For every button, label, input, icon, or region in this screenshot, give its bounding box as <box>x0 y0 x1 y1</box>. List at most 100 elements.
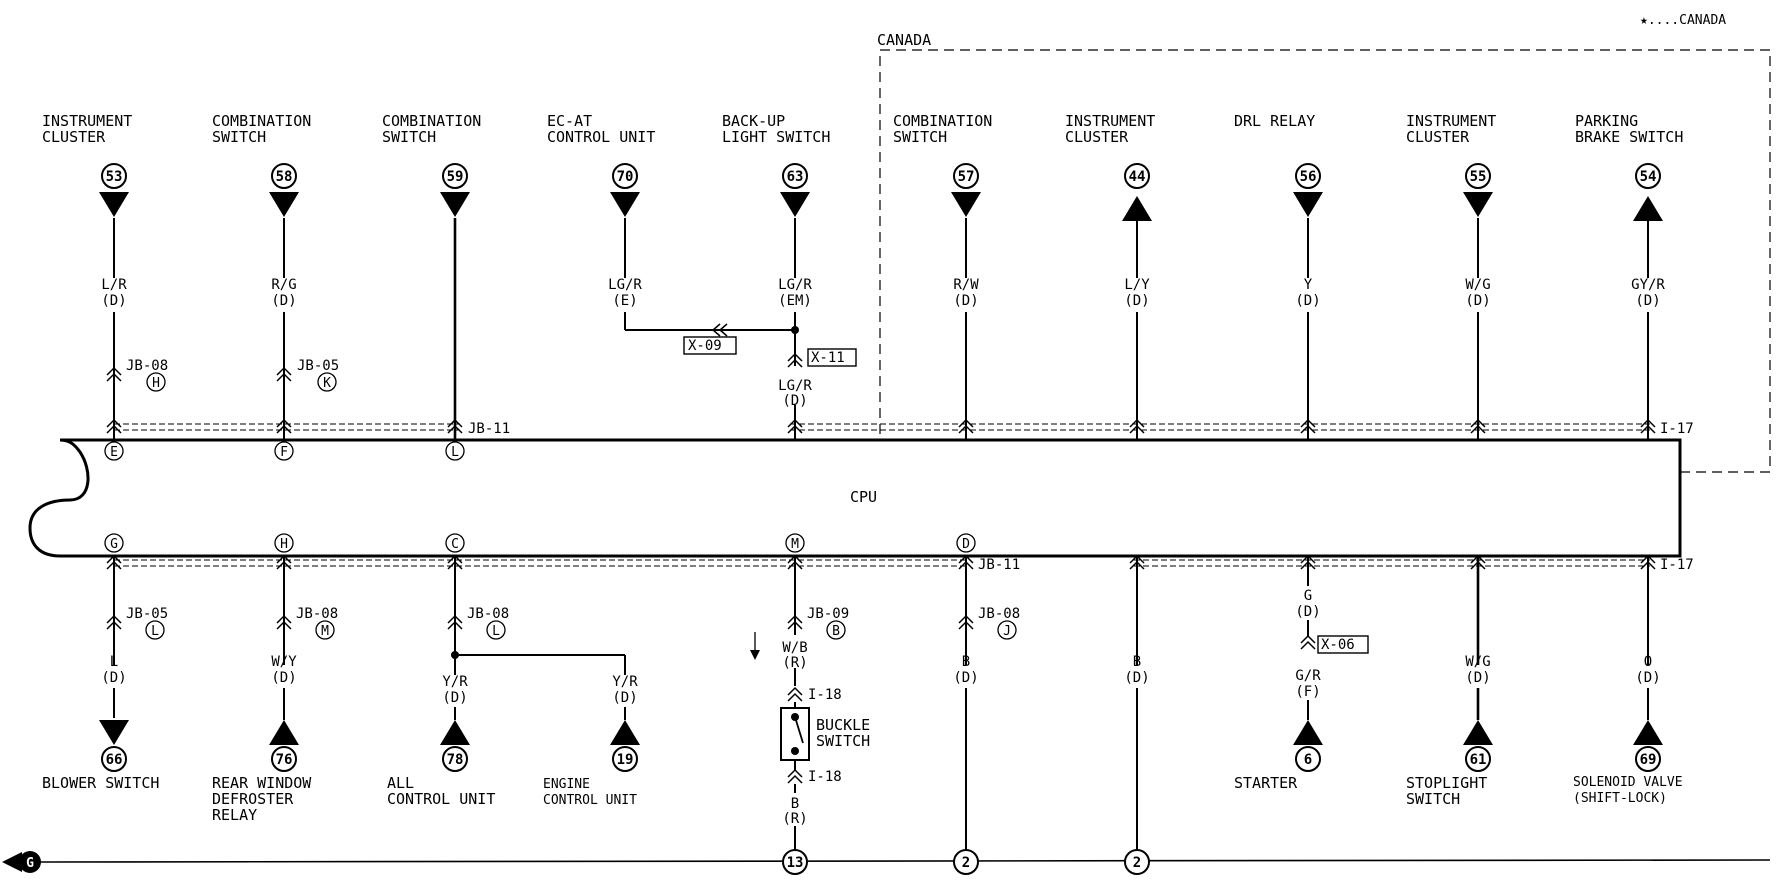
top-5-pin: 57 <box>958 169 975 185</box>
top-1-jb-chevron <box>276 366 292 382</box>
top-4-loc2: (D) <box>782 393 807 409</box>
top-2-cpu-pin: L <box>451 445 459 460</box>
top-1-pin-circle <box>271 163 297 189</box>
bottom-2-pin: 78 <box>447 752 464 768</box>
top-8-pin-circle <box>1465 163 1491 189</box>
top-0-loc: (D) <box>101 293 126 309</box>
bottom-9-pin-circle <box>1635 746 1661 772</box>
bottom-0-arrow <box>99 720 129 745</box>
top-9-loc: (D) <box>1635 293 1660 309</box>
top-3-name-1: CONTROL UNIT <box>547 128 655 146</box>
cpu-block <box>28 438 1682 558</box>
canada-region-label: CANADA <box>877 31 931 49</box>
top-1-loc: (D) <box>271 293 296 309</box>
top-3-name-0: EC-AT <box>547 112 592 130</box>
bottom-4-jb-pin: B <box>832 624 840 639</box>
connector-x11: X-11 <box>811 350 845 366</box>
top-1-arrow <box>269 192 299 217</box>
bottom-7-pin-circle <box>1295 746 1321 772</box>
top-1-jb-pin-circle <box>317 372 337 392</box>
ground-label: G <box>26 856 34 871</box>
bottom-4-cpu-pin: M <box>791 537 799 552</box>
top-harness-chevron-8 <box>1640 418 1656 434</box>
top-3-wire: LG/R <box>608 277 642 293</box>
bottom-6-wire: B <box>1133 654 1141 670</box>
top-6-pin-circle <box>1124 163 1150 189</box>
top-harness-chevron-1 <box>276 418 292 434</box>
top-6-arrow <box>1122 196 1152 221</box>
top-9-name-0: PARKING <box>1575 112 1638 130</box>
top-2-pin-circle <box>442 163 468 189</box>
bottom-0-jb-pin-circle <box>145 620 165 640</box>
bus-label-i17-top: I-17 <box>1660 421 1694 437</box>
top-harness-chevron-0 <box>106 418 122 434</box>
top-9-pin: 54 <box>1640 169 1657 185</box>
bottom-4-pin-circle <box>782 849 808 875</box>
bottom-8-loc: (D) <box>1465 670 1490 686</box>
bottom-5-cpu-pin: D <box>962 537 970 552</box>
top-3-pin-circle <box>612 163 638 189</box>
top-0-name-0: INSTRUMENT <box>42 112 132 130</box>
top-5-wire: R/W <box>953 277 979 293</box>
top-9-name-1: BRAKE SWITCH <box>1575 128 1683 146</box>
bottom-4-conn1: I-18 <box>808 687 842 703</box>
bottom-0-wire: L <box>110 654 118 670</box>
top-harness-chevron-7 <box>1470 418 1486 434</box>
harness-bus-bottom <box>114 559 1650 567</box>
bottom-1-cpu-pin: H <box>280 537 288 552</box>
bottom-5-pin-circle <box>953 849 979 875</box>
bottom-9-name-0: SOLENOID VALVE <box>1573 775 1683 790</box>
connector-x09: X-09 <box>688 338 722 354</box>
bottom-1-jb-pin: M <box>321 624 329 639</box>
x09-chevron <box>711 323 728 337</box>
top-7-pin-circle <box>1295 163 1321 189</box>
top-7-name-0: DRL RELAY <box>1234 112 1315 130</box>
bottom-2-jb: JB-08 <box>467 606 509 622</box>
bottom-3-wire: Y/R <box>612 674 638 690</box>
connector-x09-box <box>683 336 737 355</box>
bottom-2-name-1: CONTROL UNIT <box>387 790 495 808</box>
bottom-7-pin: 6 <box>1304 752 1312 768</box>
top-8-loc: (D) <box>1465 293 1490 309</box>
backup-splice-dot <box>791 326 799 334</box>
top-1-jb: JB-05 <box>297 358 339 374</box>
bottom-2-loc: (D) <box>442 690 467 706</box>
top-4-wire: LG/R <box>778 277 812 293</box>
top-5-loc: (D) <box>953 293 978 309</box>
legend-note: ★....CANADA <box>1640 13 1726 28</box>
bottom-0-jb-pin: L <box>151 624 159 639</box>
bottom-7-wire: G <box>1304 588 1312 604</box>
top-8-name-1: CLUSTER <box>1406 128 1470 146</box>
bottom-8-pin: 61 <box>1470 752 1487 768</box>
top-6-wire: L/Y <box>1124 277 1150 293</box>
bottom-2-cpu-pin-circle <box>445 533 465 553</box>
bottom-7-loc2: (F) <box>1295 684 1320 700</box>
top-8-pin: 55 <box>1470 169 1487 185</box>
top-2-pin: 59 <box>447 169 464 185</box>
top-harness-chevron-6 <box>1300 418 1316 434</box>
top-3-arrow <box>610 192 640 217</box>
bottom-1-wire: W/Y <box>271 654 297 670</box>
bottom-1-loc: (D) <box>271 670 296 686</box>
bottom-3-pin: 19 <box>617 752 634 768</box>
top-5-name-1: SWITCH <box>893 128 947 146</box>
bottom-6-pin: 2 <box>1133 855 1141 871</box>
bottom-3-arrow <box>610 720 640 745</box>
bottom-2-wire: Y/R <box>442 674 468 690</box>
top-6-name-0: INSTRUMENT <box>1065 112 1155 130</box>
bottom-1-pin-circle <box>271 746 297 772</box>
top-4-arrow <box>780 192 810 217</box>
top-8-arrow <box>1463 192 1493 217</box>
bottom-7-arrow <box>1293 720 1323 745</box>
top-7-pin: 56 <box>1300 169 1317 185</box>
bottom-5-jb-pin-circle <box>997 620 1017 640</box>
top-5-arrow <box>951 192 981 217</box>
bottom-4-jb-pin-circle <box>826 620 846 640</box>
bottom-4-loc: (R) <box>782 655 807 671</box>
connector-x06: X-06 <box>1321 637 1355 653</box>
bottom-1-arrow <box>269 720 299 745</box>
top-0-arrow <box>99 192 129 217</box>
harness-bus-top <box>114 423 1650 431</box>
bottom-9-pin: 69 <box>1640 752 1657 768</box>
